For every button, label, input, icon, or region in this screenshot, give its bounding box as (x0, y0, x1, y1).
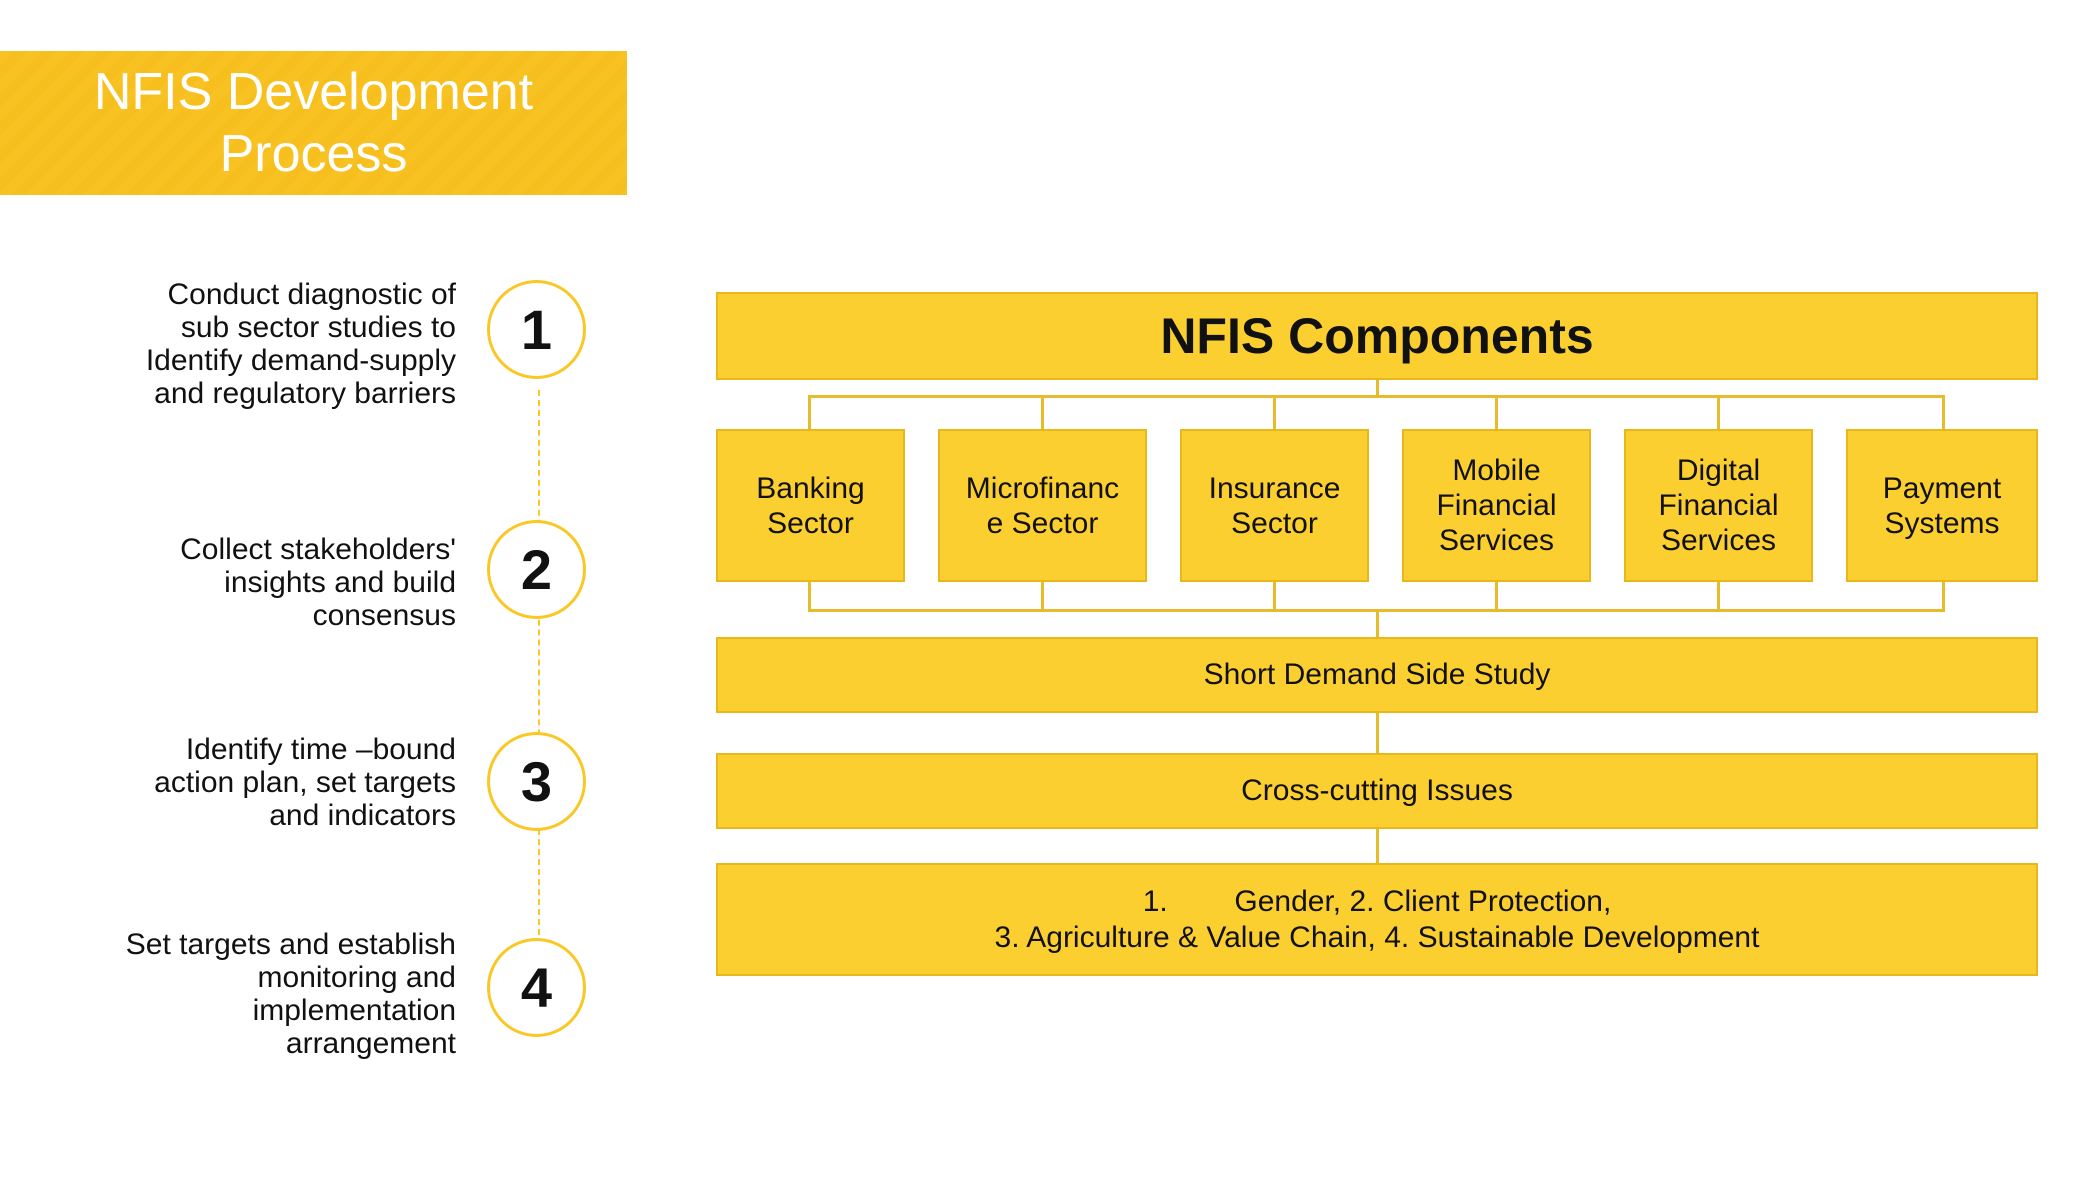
title-banner: NFIS Development Process (0, 51, 627, 195)
connector (1273, 582, 1276, 612)
step-2-text: Collect stakeholders' insights and build… (180, 533, 456, 632)
component-label: Digital Financial Services (1658, 454, 1779, 557)
connector (1376, 713, 1379, 753)
component-banking-sector: Banking Sector (716, 429, 905, 582)
connector (1942, 582, 1945, 612)
cross-cutting-box: Cross-cutting Issues (716, 753, 2038, 829)
component-label: Payment Systems (1882, 471, 2002, 540)
issues-list-box: 1. Gender, 2. Client Protection, 3. Agri… (716, 863, 2038, 976)
connector (1376, 609, 1379, 637)
cross-cutting-label: Cross-cutting Issues (1241, 774, 1513, 807)
component-insurance-sector: Insurance Sector (1180, 429, 1369, 582)
connector (1041, 395, 1044, 429)
connector (1942, 395, 1945, 429)
step-4-circle: 4 (487, 938, 586, 1037)
components-title: NFIS Components (1160, 308, 1594, 364)
connector (1495, 395, 1498, 429)
component-mobile-financial-services: Mobile Financial Services (1402, 429, 1591, 582)
component-digital-financial-services: Digital Financial Services (1624, 429, 1813, 582)
step-3-circle: 3 (487, 732, 586, 831)
page-title: NFIS Development Process (93, 63, 534, 183)
step-1-circle: 1 (487, 280, 586, 379)
connector (1495, 582, 1498, 612)
connector (808, 395, 1945, 398)
connector (1273, 395, 1276, 429)
component-payment-systems: Payment Systems (1846, 429, 2038, 582)
step-4-text: Set targets and establish monitoring and… (125, 928, 456, 1060)
issues-line-2: 3. Agriculture & Value Chain, 4. Sustain… (994, 920, 1760, 954)
component-label: Mobile Financial Services (1436, 454, 1557, 557)
components-title-box: NFIS Components (716, 292, 2038, 380)
component-label: Insurance Sector (1208, 471, 1341, 540)
connector (808, 582, 811, 612)
step-1-text: Conduct diagnostic of sub sector studies… (145, 278, 456, 410)
issues-line-1: 1. Gender, 2. Client Protection, (1142, 884, 1612, 918)
steps-connector-line (538, 390, 540, 935)
connector (1376, 829, 1379, 863)
demand-study-label: Short Demand Side Study (1203, 658, 1551, 691)
connector (1376, 380, 1379, 397)
demand-study-box: Short Demand Side Study (716, 637, 2038, 713)
component-label: Microfinanc e Sector (965, 471, 1120, 540)
component-microfinance-sector: Microfinanc e Sector (938, 429, 1147, 582)
step-2-circle: 2 (487, 520, 586, 619)
component-label: Banking Sector (756, 471, 865, 540)
connector (808, 395, 811, 429)
step-3-text: Identify time –bound action plan, set ta… (154, 733, 456, 832)
connector (1717, 582, 1720, 612)
connector (1041, 582, 1044, 612)
connector (1717, 395, 1720, 429)
